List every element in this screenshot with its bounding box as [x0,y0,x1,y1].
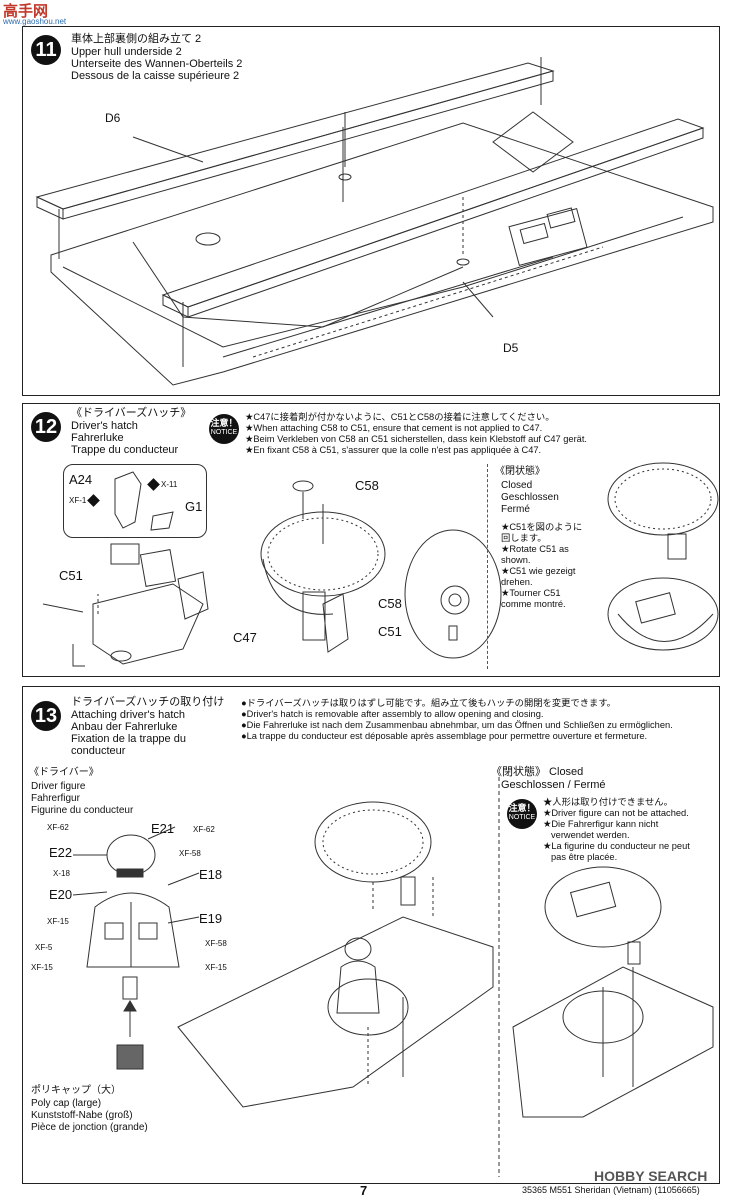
part-label-c51: C51 [59,568,83,583]
closed-note-6: drehen. [501,577,533,587]
driver-figure-drawing [72,777,714,1177]
step-13-title-jp: ドライバーズハッチの取り付け [71,696,225,708]
step-13-title-fr: Fixation de la trappe du [71,733,186,745]
paint-x11: X-11 [147,478,178,492]
paint-xf1: XF-1 [69,494,101,508]
step-13-note-fr: ●La trappe du conducteur est déposable a… [241,731,648,741]
closed-title-en: Closed [501,480,533,491]
driver-title-jp: 《ドライバー》 [29,767,99,778]
closed-note-3: ★Rotate C51 as [501,544,569,554]
polycap-en: Poly cap (large) [31,1098,102,1109]
notice-en: NOTICE [210,429,238,436]
paint-label: XF-1 [69,496,87,505]
paint-xf15-bottom-left: XF-15 [31,963,53,972]
notice-badge-13: 注意！ NOTICE [507,799,537,829]
polycap-jp: ポリキャップ（大） [31,1085,121,1096]
step-13-closed-title: 《閉状態》 Closed [491,766,584,778]
paint-xf58-top: XF-58 [179,849,201,858]
step-13-title-de: Anbau der Fahrerluke [71,721,178,733]
notice-en: NOTICE [508,814,536,821]
step-12-number: 12 [31,412,61,442]
part-label-e19: E19 [199,911,223,926]
paint-xf15-right: XF-15 [205,963,227,972]
part-label-d6: D6 [105,111,121,125]
part-label-c47: C47 [233,630,257,645]
paint-x18: X-18 [53,869,70,878]
closed-title-de: Geschlossen [501,492,559,503]
part-label-e18: E18 [199,867,223,882]
closed-note-8: comme montré. [501,599,566,609]
notice-jp: 注意！ [210,418,238,428]
closed-note-4: shown. [501,555,531,565]
step-12-title-de: Fahrerluke [71,432,124,444]
step-12-title-fr: Trappe du conducteur [71,444,179,456]
step-13-closed-note-4: verwendet werden. [551,830,630,840]
step-13-closed-note-3: ★Die Fahrerfigur kann nicht [543,819,659,829]
polycap-fr: Pièce de jonction (grande) [31,1122,148,1133]
driver-title-en: Driver figure [31,781,86,792]
brand-watermark: HOBBY SEARCH [594,1168,708,1184]
part-label-c58: C58 [355,478,379,493]
step-13-closed-title-2: Geschlossen / Fermé [501,779,606,791]
driver-title-fr: Figurine du conducteur [31,805,134,816]
step-12-note-en: ★When attaching C58 to C51, ensure that … [245,423,543,433]
step-13-number: 13 [31,701,61,731]
step-13-closed-note-6: pas être placée. [551,852,618,862]
paint-xf15-left: XF-15 [47,917,69,926]
step-11-panel: 11 車体上部裏側の組み立て 2 Upper hull underside 2 … [22,26,720,396]
step-13-closed-note-2: ★Driver figure can not be attached. [543,808,689,818]
notice-badge: 注意！ NOTICE [209,414,239,444]
step-12-note-jp: ★C47に接着剤が付かないように、C51とC58の接着に注意してください。 [245,412,555,422]
closed-note-2: 回します。 [501,533,547,543]
step-11-number: 11 [31,35,61,65]
step-12-panel: 12 《ドライバーズハッチ》 Driver's hatch Fahrerluke… [22,403,720,677]
part-label-e20: E20 [49,887,73,902]
hull-underside-drawing [35,57,714,386]
step-13-closed-note-5: ★La figurine du conducteur ne peut [543,841,690,851]
step-11-title-en: Upper hull underside 2 [71,46,182,58]
step-11-title-de: Unterseite des Wannen-Oberteils 2 [71,58,243,70]
a24-subassembly-box [63,464,207,538]
step-12-note-de: ★Beim Verkleben von C58 an C51 sicherste… [245,434,588,444]
step-13-note-en: ●Driver's hatch is removable after assem… [241,709,544,719]
site-url: www.gaoshou.net [3,17,67,26]
part-label-c51-detail: C51 [378,624,402,639]
closed-title-fr: Fermé [501,504,530,515]
step-12-title-en: Driver's hatch [71,420,138,432]
closed-title-jp: 《閉状態》 [495,466,545,477]
closed-note-5: ★C51 wie gezeigt [501,566,576,576]
page-number: 7 [360,1183,368,1198]
driver-title-de: Fahrerfigur [31,793,80,804]
part-label-e22: E22 [49,845,73,860]
paint-xf62-left: XF-62 [47,823,69,832]
step-11-title-jp: 車体上部裏側の組み立て 2 [71,33,202,45]
hatch-parts-drawing [42,462,719,667]
part-label-d5: D5 [503,341,519,355]
step-13-note-jp: ●ドライバーズハッチは取りはずし可能です。組み立て後もハッチの開閉を変更できます… [241,698,616,708]
step-11-title-fr: Dessous de la caisse supérieure 2 [71,70,240,82]
step-13-title-en: Attaching driver's hatch [71,709,185,721]
step-13-note-de: ●Die Fahrerluke ist nach dem Zusammenbau… [241,720,673,730]
step-13-panel: 13 ドライバーズハッチの取り付け Attaching driver's hat… [22,686,720,1184]
closed-note-1: ★C51を図のように [501,522,583,532]
paint-xf62-right: XF-62 [193,825,215,834]
paint-xf5: XF-5 [35,943,53,952]
paint-label: X-11 [161,480,178,489]
part-label-g1: G1 [185,499,203,514]
part-label-c58-detail: C58 [378,596,402,611]
step-13-closed-note-1: ★人形は取り付けできません。 [543,797,673,807]
notice-jp: 注意！ [508,803,536,813]
closed-note-7: ★Tourner C51 [501,588,561,598]
part-label-e21: E21 [151,821,175,836]
step-12-title-jp: 《ドライバーズハッチ》 [71,407,192,419]
paint-xf58-bottom: XF-58 [205,939,227,948]
part-label-a24: A24 [69,472,93,487]
closed-state-divider [487,464,489,669]
site-logo: 高手网 [3,3,49,20]
polycap-de: Kunststoff-Nabe (groß) [31,1110,133,1121]
step-12-note-fr: ★En fixant C58 à C51, s'assurer que la c… [245,445,542,455]
kit-info: 35365 M551 Sheridan (Vietnam) (11056665) [522,1185,700,1195]
step-13-title-fr-2: conducteur [71,745,126,757]
